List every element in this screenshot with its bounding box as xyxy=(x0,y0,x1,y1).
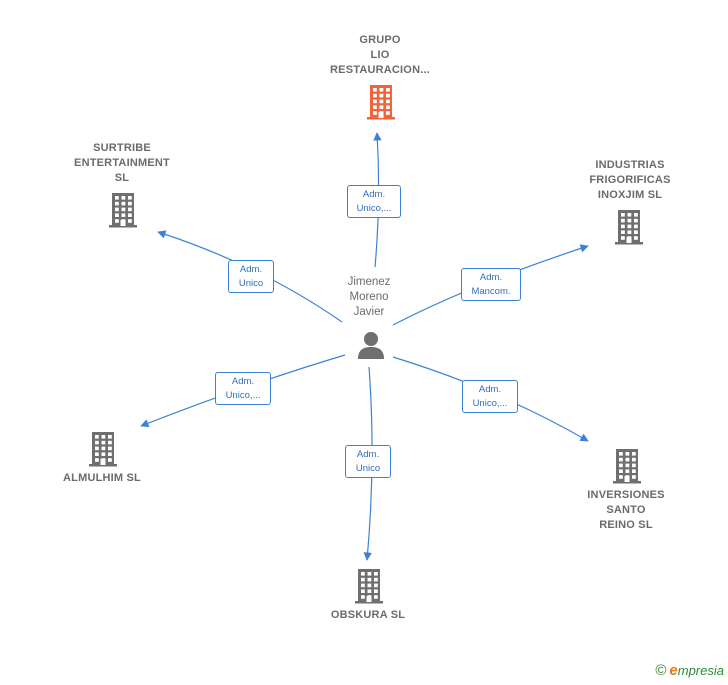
building-icon[interactable] xyxy=(366,84,396,125)
copyright-symbol: © xyxy=(655,662,667,679)
edge-label-surtribe[interactable]: Adm. Unico xyxy=(228,260,274,293)
person-name-line: Moreno xyxy=(349,291,389,303)
edge-role-line: Adm. xyxy=(478,384,502,395)
company-label-industrias[interactable]: INDUSTRIAS FRIGORIFICAS INOXJIM SL xyxy=(570,158,690,203)
building-icon[interactable] xyxy=(354,568,384,609)
company-name-line: INDUSTRIAS xyxy=(595,159,665,171)
company-name-line: OBSKURA SL xyxy=(330,609,406,621)
edge-role-line: Mancom. xyxy=(471,286,511,297)
building-icon[interactable] xyxy=(612,448,642,489)
company-label-almulhim[interactable]: ALMULHIM SL xyxy=(42,471,162,486)
person-name[interactable]: Jimenez Moreno Javier xyxy=(329,275,409,320)
company-name-line: ENTERTAINMENT xyxy=(74,157,170,169)
brand-name: mpresia xyxy=(677,663,724,678)
edge-label-industrias[interactable]: Adm. Mancom. xyxy=(461,268,521,301)
edge-role-line: Adm. xyxy=(231,376,255,387)
company-label-grupo[interactable]: GRUPO LIO RESTAURACION... xyxy=(318,33,442,78)
edge-role-line: Unico,... xyxy=(472,398,508,409)
company-name-line: INVERSIONES xyxy=(587,489,665,501)
edge-label-almulhim[interactable]: Adm. Unico,... xyxy=(215,372,271,405)
company-name-line: REINO SL xyxy=(599,519,653,531)
edge-role-line: Unico xyxy=(355,463,381,474)
building-icon[interactable] xyxy=(614,209,644,250)
company-name-line: LIO xyxy=(370,49,390,61)
edge-role-line: Adm. xyxy=(479,272,503,283)
company-name-line: SURTRIBE xyxy=(93,142,151,154)
company-name-line: FRIGORIFICAS xyxy=(589,174,671,186)
company-name-line: SANTO xyxy=(606,504,646,516)
edge-role-line: Unico xyxy=(238,278,264,289)
edge-label-inversiones[interactable]: Adm. Unico,... xyxy=(462,380,518,413)
company-name-line: GRUPO xyxy=(359,34,401,46)
edge-role-line: Unico,... xyxy=(356,203,392,214)
company-label-obskura[interactable]: OBSKURA SL xyxy=(308,608,428,623)
brand-footer: ©empresia xyxy=(655,662,724,679)
brand-initial: e xyxy=(669,662,678,679)
edge-role-line: Adm. xyxy=(239,264,263,275)
company-label-inversiones[interactable]: INVERSIONES SANTO REINO SL xyxy=(566,488,686,533)
person-icon[interactable] xyxy=(356,330,386,360)
edge-role-line: Unico,... xyxy=(225,390,261,401)
building-icon[interactable] xyxy=(108,192,138,233)
company-name-line: RESTAURACION... xyxy=(330,64,430,76)
person-name-line: Javier xyxy=(353,306,385,318)
edge-role-line: Adm. xyxy=(362,189,386,200)
edge-label-grupo[interactable]: Adm. Unico,... xyxy=(347,185,401,218)
company-name-line: SL xyxy=(114,172,130,184)
company-name-line: INOXJIM SL xyxy=(597,189,663,201)
building-icon[interactable] xyxy=(88,431,118,472)
company-name-line: ALMULHIM SL xyxy=(63,472,141,484)
company-label-surtribe[interactable]: SURTRIBE ENTERTAINMENT SL xyxy=(62,141,182,186)
edge-role-line: Adm. xyxy=(356,449,380,460)
person-name-line: Jimenez xyxy=(347,276,391,288)
edge-label-obskura[interactable]: Adm. Unico xyxy=(345,445,391,478)
